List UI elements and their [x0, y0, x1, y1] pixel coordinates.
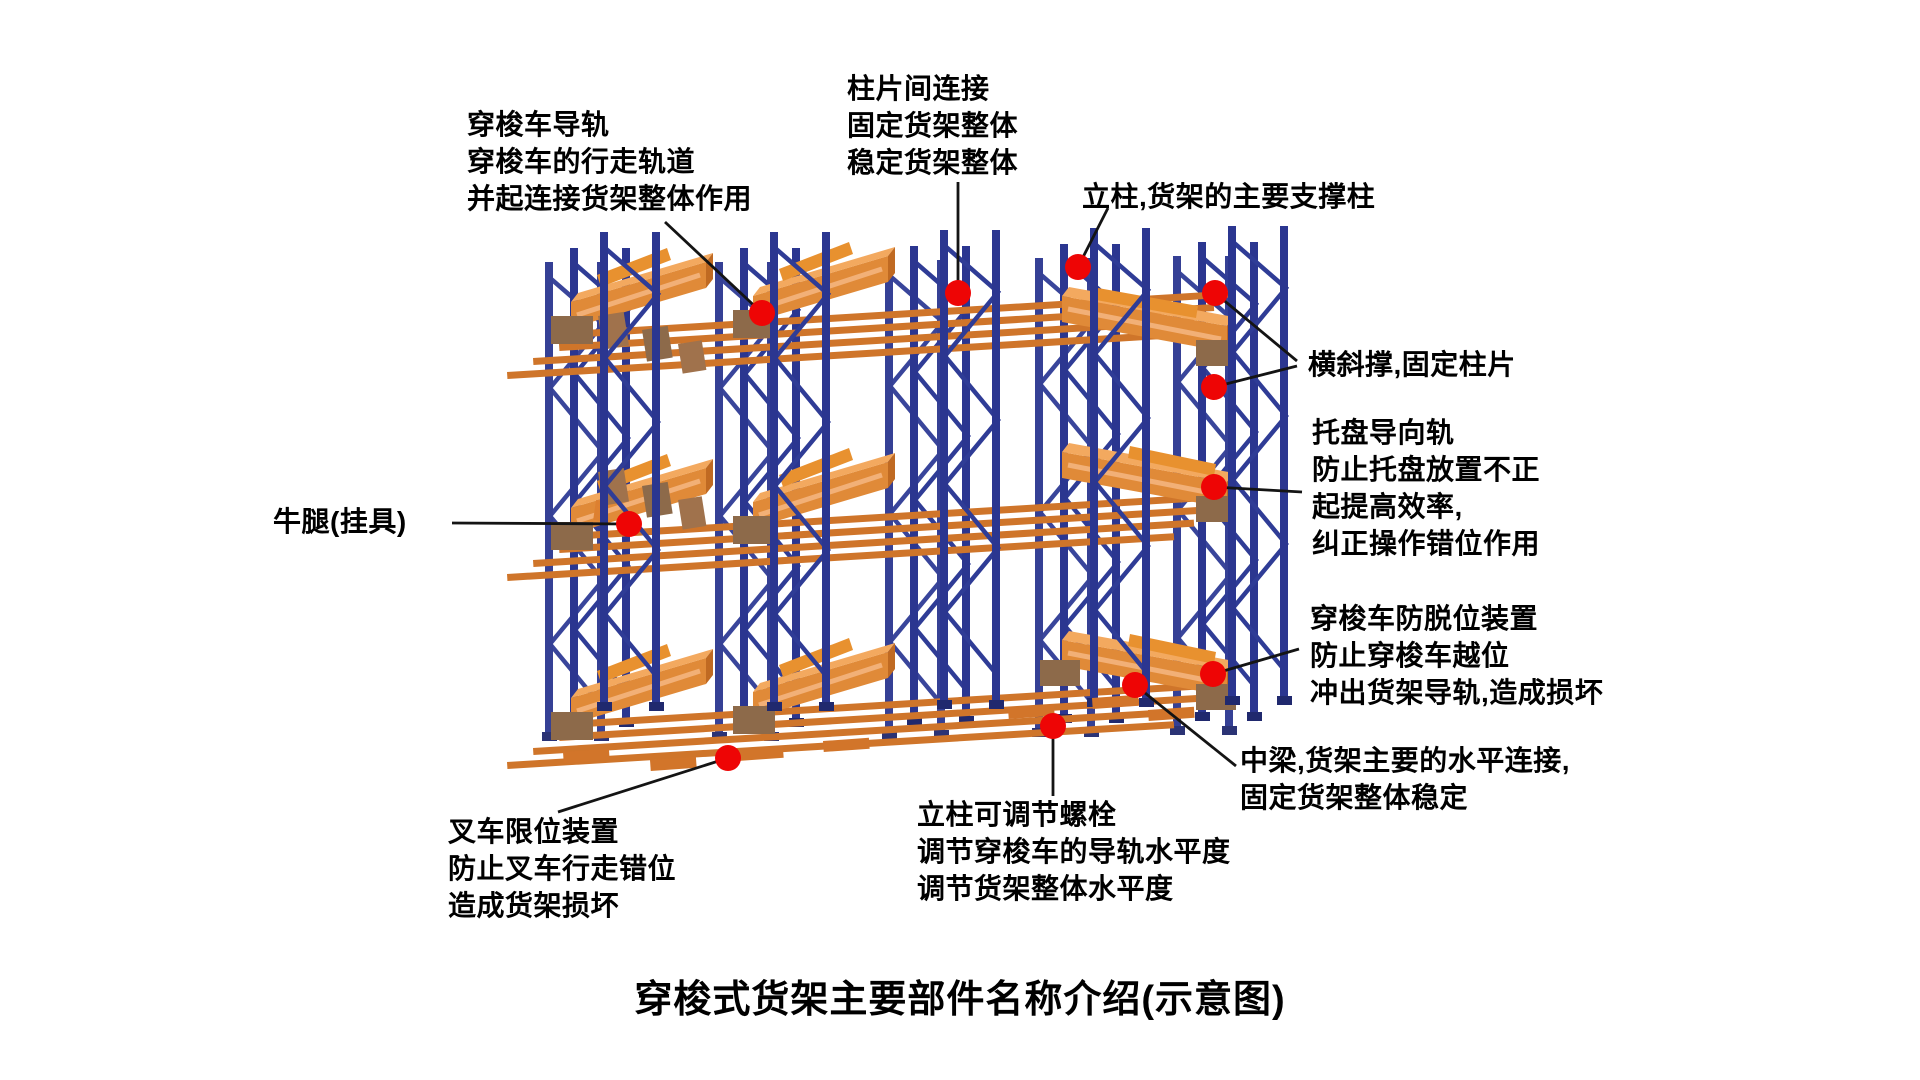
label-pallet-guide-rail: 托盘导向轨 防止托盘放置不正 起提高效率, 纠正操作错位作用	[1312, 414, 1540, 562]
label-middle-beam: 中梁,货架主要的水平连接, 固定货架整体稳定	[1240, 742, 1570, 816]
corbel-hangers	[593, 311, 707, 532]
label-line: 穿梭车的行走轨道	[467, 146, 696, 177]
label-line: 固定货架整体	[847, 110, 1019, 141]
label-line: 冲出货架导轨,造成损坏	[1310, 677, 1604, 708]
label-line: 防止叉车行走错位	[448, 853, 677, 884]
label-line: 起提高效率,	[1312, 491, 1463, 522]
label-line: 牛腿(挂具)	[273, 506, 407, 537]
label-cross-brace: 横斜撑,固定柱片	[1308, 346, 1516, 383]
marker-column-connection	[945, 280, 971, 306]
label-line: 并起连接货架整体作用	[467, 183, 753, 214]
marker-shuttle-rail	[749, 300, 775, 326]
marker-cross-brace-top	[1202, 280, 1228, 306]
marker-anti-derail	[1200, 661, 1226, 687]
label-adjust-bolt: 立柱可调节螺栓 调节穿梭车的导轨水平度 调节货架整体水平度	[917, 796, 1231, 907]
marker-cross-brace-mid	[1201, 374, 1227, 400]
label-shuttle-rail: 穿梭车导轨 穿梭车的行走轨道 并起连接货架整体作用	[467, 106, 752, 217]
label-line: 柱片间连接	[847, 73, 990, 104]
diagram-title: 穿梭式货架主要部件名称介绍(示意图)	[634, 979, 1286, 1021]
label-upright: 立柱,货架的主要支撑柱	[1082, 178, 1375, 215]
label-line: 防止托盘放置不正	[1312, 454, 1541, 485]
label-line: 防止穿梭车越位	[1310, 640, 1510, 671]
label-line: 立柱,货架的主要支撑柱	[1082, 181, 1376, 212]
label-line: 立柱可调节螺栓	[917, 799, 1117, 830]
marker-corbel	[616, 511, 642, 537]
label-line: 穿梭车导轨	[467, 109, 610, 140]
label-anti-derail: 穿梭车防脱位装置 防止穿梭车越位 冲出货架导轨,造成损坏	[1310, 600, 1603, 711]
floor-dashes	[562, 694, 1195, 771]
label-line: 纠正操作错位作用	[1312, 528, 1541, 559]
label-line: 穿梭车防脱位装置	[1310, 603, 1539, 634]
label-column-connection: 柱片间连接 固定货架整体 稳定货架整体	[847, 70, 1018, 181]
label-line: 中梁,货架主要的水平连接,	[1240, 745, 1571, 776]
label-corbel: 牛腿(挂具)	[273, 503, 407, 540]
marker-forklift-limit	[715, 745, 741, 771]
label-line: 稳定货架整体	[847, 147, 1019, 178]
marker-dots	[616, 254, 1228, 771]
label-line: 托盘导向轨	[1312, 417, 1455, 448]
leader-lines	[451, 182, 1303, 814]
label-line: 固定货架整体稳定	[1240, 782, 1469, 813]
marker-adjust-bolt	[1040, 713, 1066, 739]
marker-pallet-guide	[1201, 474, 1227, 500]
label-line: 造成货架损坏	[448, 890, 620, 921]
label-line: 横斜撑,固定柱片	[1308, 349, 1516, 380]
marker-upright	[1065, 254, 1091, 280]
label-line: 叉车限位装置	[448, 816, 620, 847]
marker-middle-beam	[1122, 672, 1148, 698]
label-line: 调节穿梭车的导轨水平度	[917, 836, 1231, 867]
label-line: 调节货架整体水平度	[917, 873, 1174, 904]
label-forklift-limit: 叉车限位装置 防止叉车行走错位 造成货架损坏	[448, 813, 676, 924]
